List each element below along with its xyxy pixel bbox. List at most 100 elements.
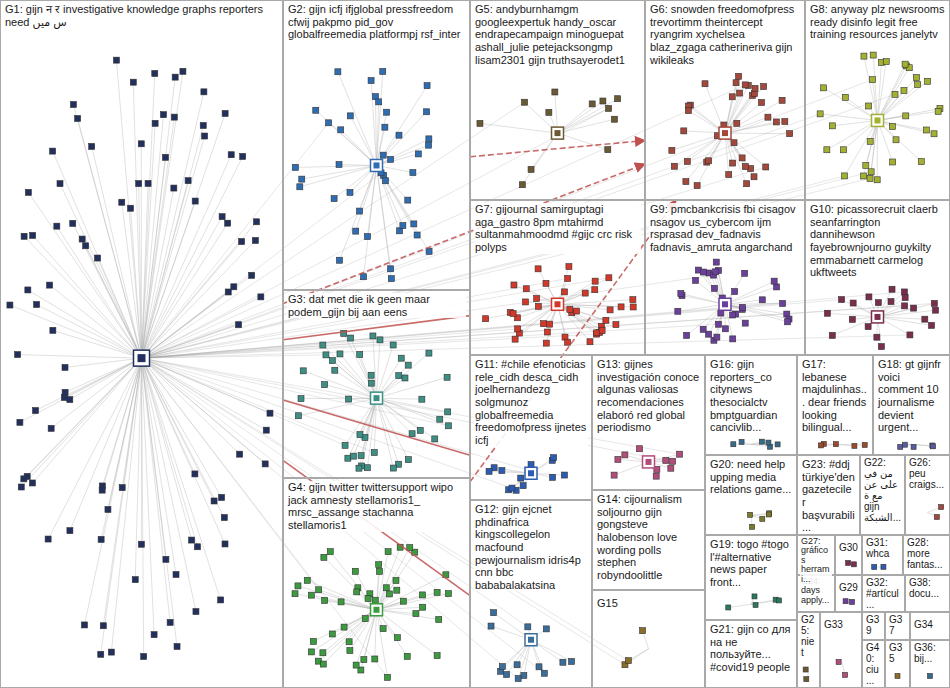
network-vertex [201,89,207,95]
cross-group-line [142,275,714,358]
network-vertex [376,99,382,105]
network-vertex [185,178,191,184]
network-vertex [193,609,199,615]
network-vertex [734,120,740,126]
group-label: G21: gijn co для на не пользуйте... #cov… [709,623,793,674]
network-vertex [348,335,354,341]
hub-vertex [552,298,564,310]
group-label: G16: gijn reporters_co citynews thesocia… [709,358,793,434]
network-line [142,217,223,358]
network-vertex [930,443,935,448]
network-line [377,145,429,165]
network-vertex [541,670,547,676]
group-box: G29 [835,575,862,612]
network-vertex [861,53,867,59]
network-vertex [605,147,611,153]
network-vertex [842,173,848,179]
group-box: G10: picassorecruit claerb seanfarringto… [805,200,950,355]
network-line [24,236,141,358]
network-vertex [569,658,575,664]
network-vertex [613,322,619,328]
network-vertex [357,208,363,214]
network-vertex [867,175,873,181]
network-vertex [759,297,765,303]
network-vertex [388,156,394,162]
network-vertex [759,100,765,106]
network-vertex [402,375,408,381]
edge-connector [283,400,470,455]
network-line [111,358,141,652]
network-line [558,101,603,133]
hub-vertex [719,298,731,310]
network-vertex [218,597,224,603]
cross-group-line [142,176,845,358]
network-vertex [681,128,687,134]
network-vertex [336,257,342,263]
network-line [141,144,142,358]
group-label: G40: ciu... [865,642,882,686]
network-vertex [320,650,326,656]
network-vertex [875,300,881,306]
network-line [878,120,935,133]
network-vertex [424,109,430,115]
group-box: G17: lebanese majdulinhas... dear friend… [797,355,873,455]
network-vertex [700,269,706,275]
network-line [878,109,940,121]
network-line [377,548,410,610]
network-vertex [587,339,593,345]
network-vertex [700,326,706,332]
network-vertex [922,316,928,322]
group-box: G30 [835,535,862,575]
network-line [325,600,377,609]
network-vertex [371,450,377,456]
network-vertex [851,562,856,567]
network-vertex [368,380,374,386]
network-line [295,594,376,610]
network-line [37,305,142,359]
network-vertex [353,228,359,234]
network-vertex [512,336,518,342]
network-line [142,113,226,358]
edge-connector [283,316,470,340]
network-vertex [902,442,907,447]
cross-group-line [142,358,625,665]
network-vertex [560,659,566,665]
network-vertex [685,108,691,114]
network-line [377,112,427,166]
network-vertex [663,457,669,463]
network-vertex [415,151,421,157]
network-vertex [231,284,237,290]
network-vertex [383,585,389,591]
group-label: G28: more fantas... [906,537,947,570]
network-vertex [523,286,529,292]
network-vertex [105,506,111,512]
network-vertex [731,140,737,146]
network-line [102,358,141,490]
network-vertex [151,632,157,638]
cross-group-line [142,178,871,358]
hub-vertex-core [875,117,881,123]
network-vertex [668,465,674,471]
network-vertex [370,333,376,339]
network-vertex [15,352,21,358]
network-line [877,120,878,179]
network-vertex [504,672,510,678]
network-line [311,610,376,652]
network-vertex [346,396,352,402]
cross-group-lines [142,80,935,679]
network-vertex [787,131,793,137]
network-vertex [536,664,542,670]
hub-vertex-core [722,301,728,307]
network-vertex [138,141,144,147]
hub-vertex-core [646,459,652,465]
network-vertex [409,431,415,437]
network-vertex [388,266,394,272]
network-vertex [750,524,755,529]
network-vertex [763,164,769,170]
network-line [373,336,377,398]
group-label: G29 [838,582,859,593]
network-vertex [70,102,76,108]
hub-vertex-core [374,607,380,613]
network-vertex [239,239,245,245]
